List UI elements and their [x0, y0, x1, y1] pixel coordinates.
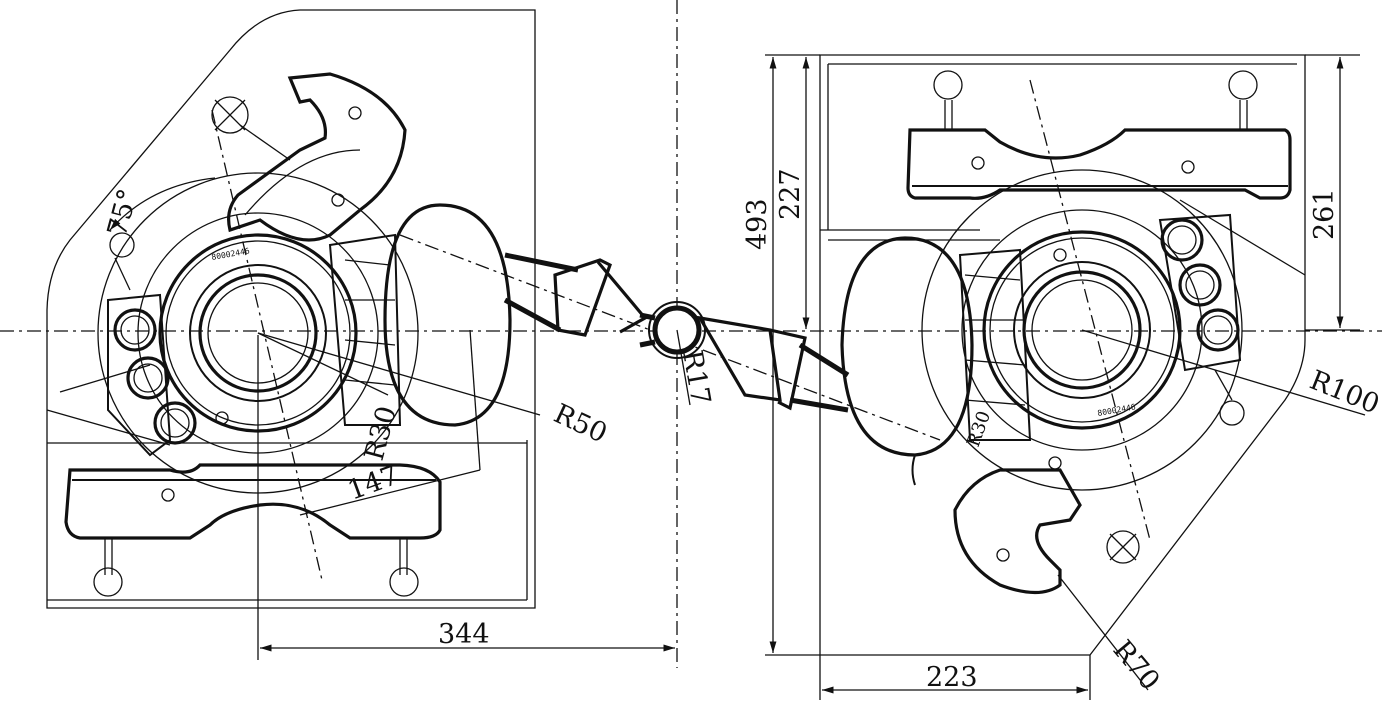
dimension-261: 261 — [1305, 54, 1360, 331]
right-fixture — [819, 54, 1306, 656]
angle-75: 75° — [102, 177, 216, 240]
radius-r50: R50 — [257, 332, 612, 449]
left-fixture — [46, 9, 536, 609]
dimension-223: 223 — [819, 655, 1091, 700]
radius-r50-label: R50 — [549, 398, 612, 449]
radius-r70: R70 — [1057, 574, 1166, 697]
dimension-344: 344 — [257, 335, 675, 660]
dimension-223-label: 223 — [926, 662, 978, 693]
radius-r17-label: R17 — [676, 348, 716, 407]
radius-r70-label: R70 — [1107, 635, 1166, 697]
dimension-344-label: 344 — [438, 619, 490, 650]
part-number-left: 80002446 — [211, 246, 251, 262]
dimension-227-label: 227 — [775, 168, 806, 220]
dimension-261-label: 261 — [1309, 188, 1340, 240]
radius-r100-label: R100 — [1305, 365, 1382, 421]
dimension-493-label: 493 — [742, 198, 773, 250]
radius-147-label: 147 — [344, 460, 403, 507]
dimension-493: 493 — [742, 54, 820, 656]
dimension-227: 227 — [775, 57, 810, 329]
radius-r30-label: R30 — [359, 403, 403, 464]
